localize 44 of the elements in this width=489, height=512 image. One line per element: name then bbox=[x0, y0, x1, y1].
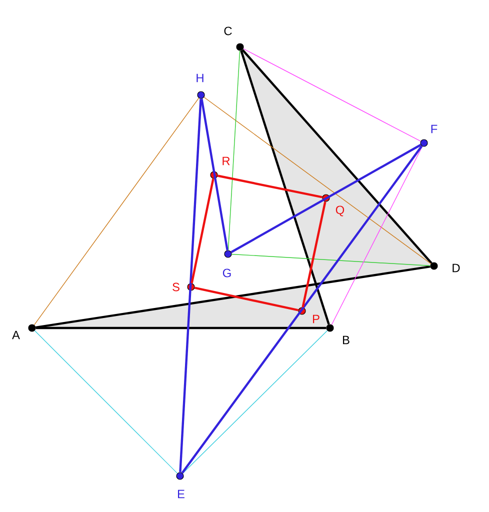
line-segment bbox=[34, 98, 200, 326]
point-label: S bbox=[172, 282, 180, 292]
point-label: G bbox=[222, 268, 231, 278]
line-segment bbox=[228, 50, 240, 251]
line-segment bbox=[240, 50, 330, 325]
line-segment bbox=[190, 178, 214, 284]
line-segment bbox=[182, 330, 328, 474]
point-dot bbox=[420, 139, 428, 147]
point-label: B bbox=[343, 336, 350, 344]
line-segment bbox=[243, 48, 421, 142]
point-dot bbox=[326, 324, 334, 332]
point-label: A bbox=[12, 330, 20, 340]
line-segment bbox=[179, 98, 202, 472]
line-segment bbox=[218, 174, 322, 198]
point-label: R bbox=[222, 156, 230, 166]
point-dot bbox=[197, 91, 205, 99]
line-segment bbox=[36, 265, 430, 328]
point-dot bbox=[236, 43, 244, 51]
line-segment bbox=[204, 96, 432, 264]
point-dot bbox=[298, 307, 306, 315]
line-segment bbox=[331, 146, 423, 325]
point-label: Q bbox=[336, 206, 344, 216]
line-segment bbox=[181, 145, 423, 474]
point-dot bbox=[28, 324, 36, 332]
line-segment bbox=[194, 286, 299, 312]
point-label: E bbox=[178, 490, 184, 498]
point-dot bbox=[322, 194, 330, 202]
line-segment bbox=[200, 98, 228, 250]
point-label: C bbox=[224, 26, 232, 36]
line-segment bbox=[231, 254, 431, 266]
line-segment bbox=[242, 49, 432, 264]
point-dot bbox=[210, 171, 218, 179]
point-dot bbox=[187, 283, 195, 291]
point-dot bbox=[176, 472, 184, 480]
point-label: P bbox=[313, 314, 320, 324]
point-dot bbox=[224, 250, 232, 258]
point-label: D bbox=[452, 264, 460, 272]
point-dot bbox=[430, 262, 438, 270]
line-segment bbox=[34, 330, 178, 474]
line-segment bbox=[36, 326, 326, 330]
line-segment bbox=[302, 201, 326, 308]
line-segment bbox=[230, 144, 422, 254]
point-label: F bbox=[431, 124, 438, 134]
point-label: H bbox=[196, 74, 204, 82]
